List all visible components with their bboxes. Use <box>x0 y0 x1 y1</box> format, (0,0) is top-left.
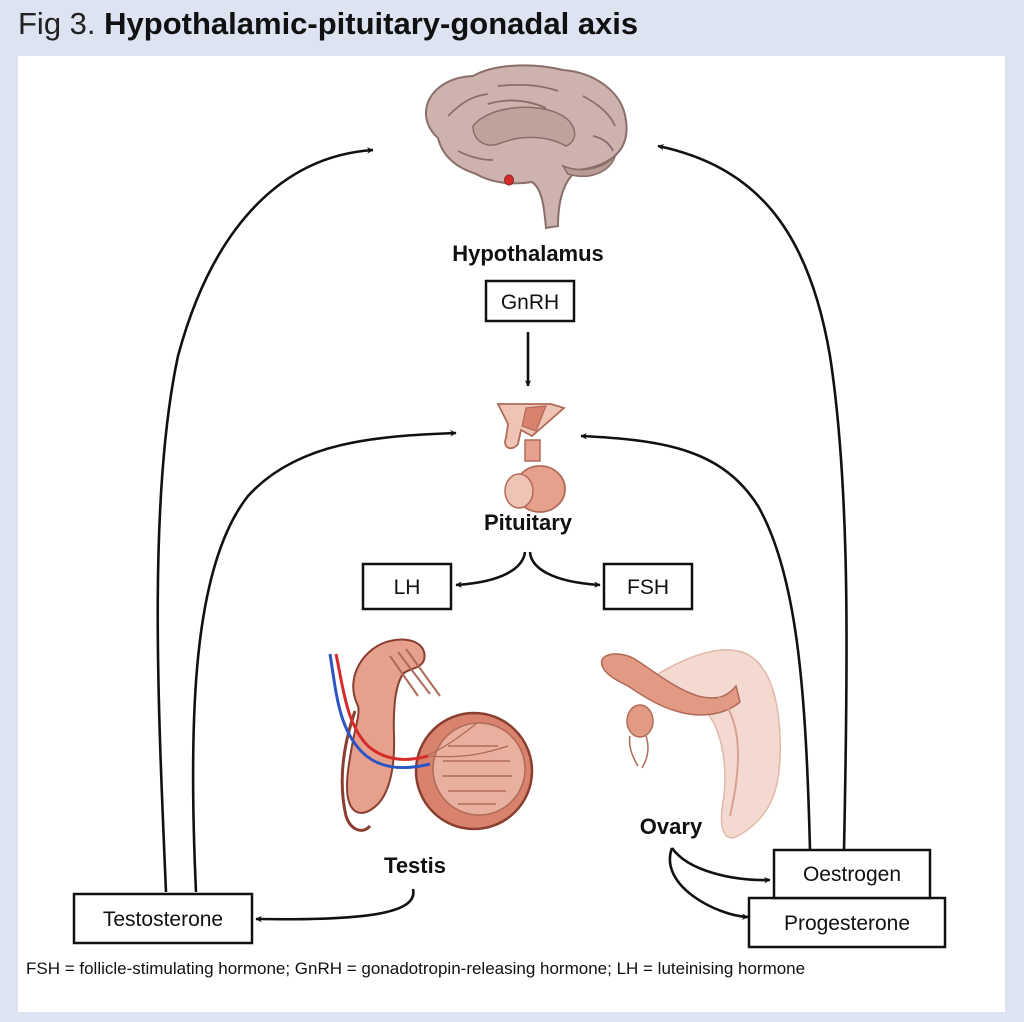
testis-to-testosterone-arrow <box>255 888 415 923</box>
oestrogen-feedback-hypothalamus-arrow <box>657 144 848 851</box>
gnrh-box: GnRH <box>484 279 576 323</box>
arrows <box>156 144 848 923</box>
brain-illustration <box>425 64 628 230</box>
fsh-box: FSH <box>602 562 694 611</box>
pituitary-to-lh-arrow <box>455 551 527 588</box>
hypothalamus-label: Hypothalamus <box>452 241 604 266</box>
footnote: FSH = follicle-stimulating hormone; GnRH… <box>26 959 806 978</box>
testosterone-feedback-hypothalamus-arrow <box>156 147 374 893</box>
figure-heading: Hypothalamic-pituitary-gonadal axis <box>104 6 639 41</box>
progesterone-box: Progesterone <box>747 896 947 949</box>
figure-title: Fig 3. Hypothalamic-pituitary-gonadal ax… <box>18 4 638 44</box>
gnrh-box-label: GnRH <box>501 291 559 314</box>
testis-label: Testis <box>384 853 446 878</box>
ovary-label: Ovary <box>640 814 703 839</box>
testosterone-feedback-pituitary-arrow <box>191 429 457 893</box>
pituitary-label: Pituitary <box>484 510 573 535</box>
hpg-axis-diagram: Hypothalamus Pituitary Testis Ovary GnRH… <box>72 64 947 949</box>
pituitary-illustration <box>496 403 566 513</box>
diagram-panel: Hypothalamus Pituitary Testis Ovary GnRH… <box>18 56 1005 1012</box>
testosterone-box: Testosterone <box>72 892 254 945</box>
progesterone-box-label: Progesterone <box>784 912 910 935</box>
oestrogen-feedback-pituitary-arrow <box>580 433 812 851</box>
testis-illustration <box>328 638 534 832</box>
ovary-to-progesterone-arrow <box>668 847 749 921</box>
ovary-to-oestrogen-arrow <box>670 847 771 884</box>
ovary-illustration <box>600 648 782 839</box>
testosterone-box-label: Testosterone <box>103 908 223 931</box>
lh-box-label: LH <box>394 576 421 599</box>
fsh-box-label: FSH <box>627 576 669 599</box>
pituitary-to-fsh-arrow <box>528 551 601 588</box>
oestrogen-box-label: Oestrogen <box>803 863 901 886</box>
figure-number: Fig 3. <box>18 6 96 41</box>
lh-box: LH <box>361 562 453 611</box>
oestrogen-box: Oestrogen <box>772 848 932 900</box>
